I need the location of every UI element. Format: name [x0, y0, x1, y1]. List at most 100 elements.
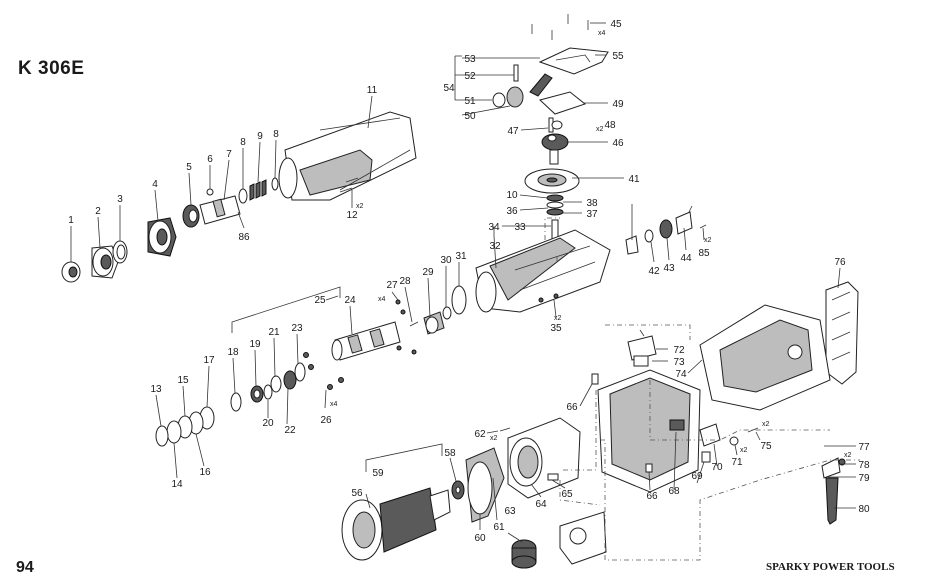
part-label-12: 12 [346, 210, 358, 221]
part-72-switch [627, 329, 657, 361]
part-8b-washer [271, 177, 279, 191]
part-label-49: 49 [612, 99, 624, 110]
part-12-screws [339, 177, 359, 193]
leader-lines [70, 22, 856, 543]
part-label-52: 52 [464, 71, 476, 82]
part-label-66a: 66 [566, 402, 578, 413]
part-label-16: 16 [199, 467, 211, 478]
part-label-66b: 66 [646, 491, 658, 502]
part-76-rear-cover [825, 281, 859, 385]
part-5-ring [182, 204, 200, 228]
part-label-23: 23 [291, 323, 303, 334]
part-58-bearing [451, 480, 465, 500]
part-7-clamp-body [199, 195, 241, 225]
part-55-cover [538, 47, 609, 75]
part-18-circlip [230, 392, 242, 412]
part-20-washer [263, 384, 273, 400]
part-label-28: 28 [399, 276, 411, 287]
part-label-48: 48 [604, 120, 616, 131]
part-label-59: 59 [372, 468, 384, 479]
part-label-32: 32 [489, 241, 501, 252]
part-49-gasket [538, 91, 587, 115]
part-53-lever [529, 73, 553, 97]
part-label-41: 41 [628, 174, 640, 185]
part-51-washer [492, 92, 506, 108]
part-52-pin [513, 64, 519, 82]
part-label-47: 47 [507, 126, 519, 137]
part-label-9: 9 [257, 131, 263, 142]
qty-77: x2 [844, 452, 852, 459]
part-label-65: 65 [561, 489, 573, 500]
part-73-capacitor [633, 355, 649, 367]
qty-62: x2 [490, 435, 498, 442]
part-35-screws [538, 293, 559, 303]
qty-35: x2 [554, 315, 562, 322]
part-label-73: 73 [673, 357, 685, 368]
part-label-36: 36 [506, 206, 518, 217]
part-66-brush-spring [591, 373, 653, 473]
part-32-gear-housing [475, 229, 611, 313]
part-label-78: 78 [858, 460, 870, 471]
part-label-51: 51 [464, 96, 476, 107]
brand-footer: SPARKY POWER TOOLS [766, 561, 895, 573]
part-22-ring [283, 370, 297, 390]
part-label-75: 75 [760, 441, 772, 452]
part-label-7: 7 [226, 149, 232, 160]
part-61-fan-baffle [465, 447, 505, 523]
part-label-11: 11 [367, 85, 378, 96]
part-21-washer [270, 375, 282, 393]
part-label-25: 25 [314, 295, 326, 306]
part-46-crank [541, 133, 569, 165]
part-label-58: 58 [444, 448, 456, 459]
part-62-screws [499, 427, 511, 432]
part-label-4: 4 [152, 179, 158, 190]
part-label-20: 20 [262, 418, 274, 429]
part-6-ball [206, 188, 214, 196]
part-4-collar [147, 217, 177, 257]
part-1-nut [61, 261, 81, 283]
part-85-screws [688, 205, 707, 229]
part-label-74: 74 [675, 369, 687, 380]
part-48-insert [551, 120, 563, 130]
part-65-clip [547, 473, 559, 481]
part-label-8a: 8 [240, 137, 246, 148]
part-label-76: 76 [834, 257, 846, 268]
part-28-screw [409, 321, 419, 327]
part-69-brush [701, 451, 711, 463]
part-label-54: 54 [443, 83, 455, 94]
part-label-80: 80 [858, 504, 870, 515]
part-label-64: 64 [535, 499, 547, 510]
part-label-70: 70 [711, 462, 723, 473]
part-74-motor-housing [699, 304, 831, 411]
part-label-63: 63 [504, 506, 516, 517]
part-label-18: 18 [227, 347, 239, 358]
qty-85: x2 [704, 237, 712, 244]
part-44-bracket [675, 211, 693, 235]
part-42-rotor-pinion [625, 235, 639, 255]
part-label-22: 22 [284, 425, 296, 436]
part-label-27: 27 [386, 280, 398, 291]
part-64-stator [507, 417, 581, 499]
part-label-60: 60 [474, 533, 486, 544]
part-label-34: 34 [488, 222, 500, 233]
part-label-38: 38 [586, 198, 598, 209]
part-11-front-housing [278, 111, 417, 201]
part-19-bearing [250, 385, 264, 403]
page-number: 94 [16, 559, 34, 576]
part-label-3: 3 [117, 194, 123, 205]
part-2-sleeve [91, 245, 119, 279]
part-label-24: 24 [344, 295, 356, 306]
quantity-markers: x2 x4 x2 x2 x4 x2 x4 x2 x2 x2 x2 [330, 30, 852, 459]
part-label-55: 55 [612, 51, 624, 62]
part-71-screw [729, 436, 739, 446]
part-label-56: 56 [351, 488, 363, 499]
part-label-44: 44 [680, 253, 692, 264]
part-label-71: 71 [731, 457, 743, 468]
qty-48: x2 [596, 126, 604, 133]
part-41-gear [524, 168, 580, 194]
part-43b-bearing [659, 219, 673, 239]
part-labels: 1 2 3 4 5 6 7 8 9 8 10 11 12 13 14 15 16… [68, 19, 870, 544]
part-label-1: 1 [68, 215, 74, 226]
part-label-21: 21 [268, 327, 280, 338]
